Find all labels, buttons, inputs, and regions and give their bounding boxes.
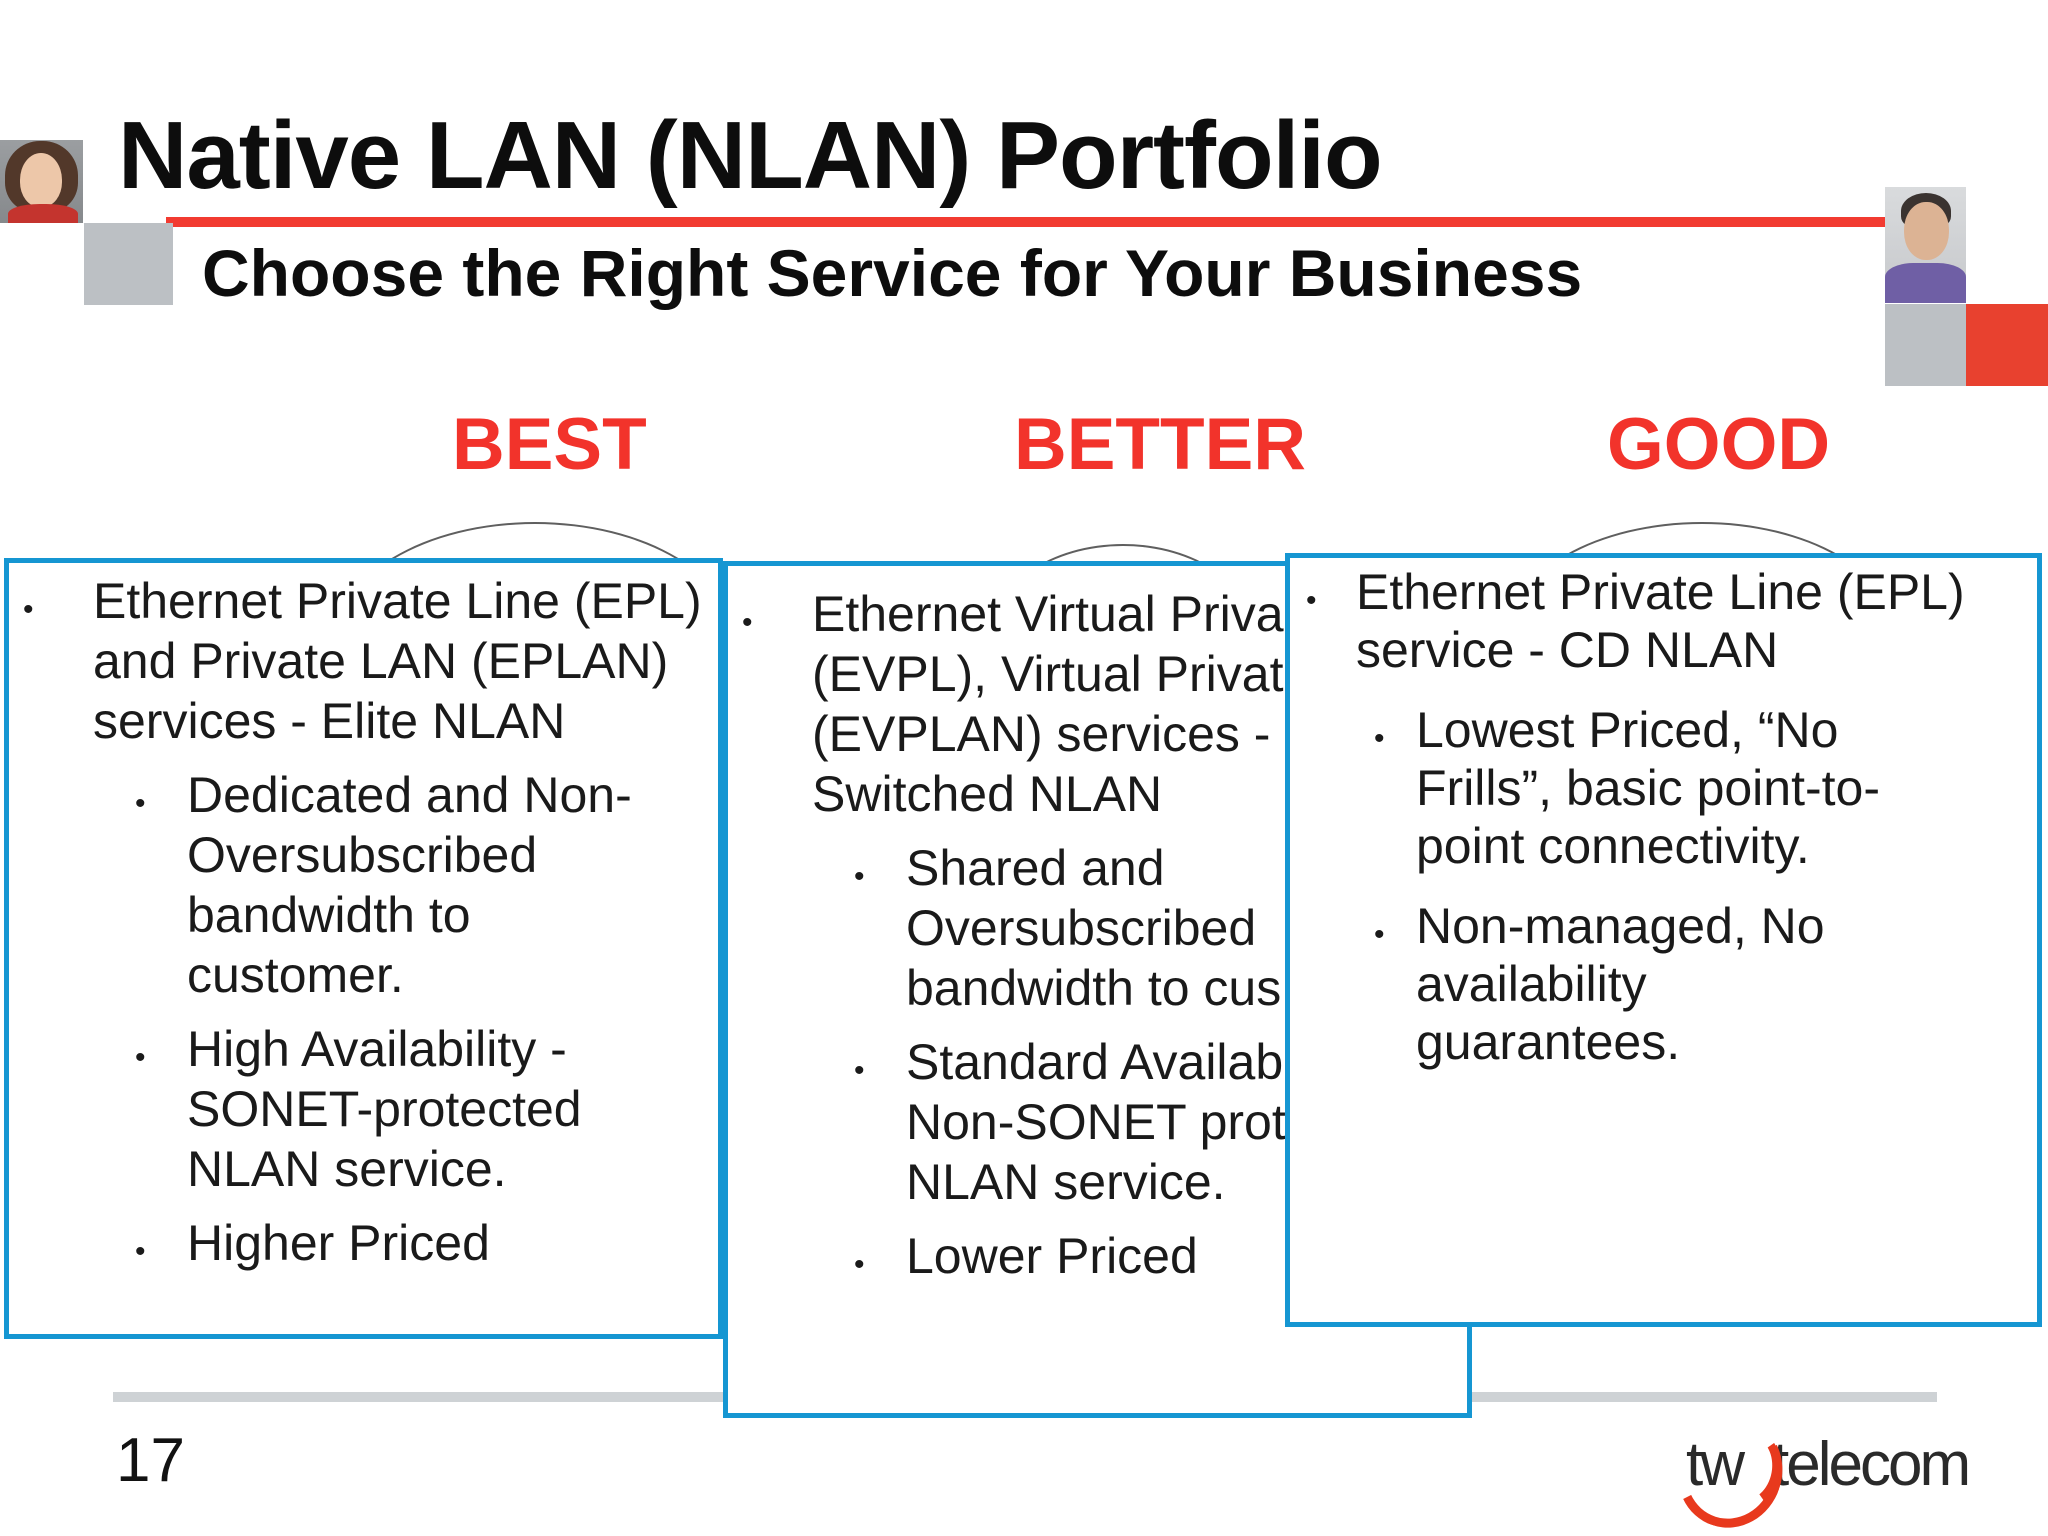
column-label-best: BEST: [452, 404, 647, 485]
page-title: Native LAN (NLAN) Portfolio: [118, 102, 1383, 209]
gray-square-accent: [1885, 304, 1966, 386]
bullet-text: Standard Availab Non-SONET prot NLAN ser…: [906, 1034, 1286, 1210]
bullet-item: • High Availability - SONET-protected NLA…: [9, 1019, 718, 1199]
photo-detail: [20, 153, 62, 207]
bullet-item: • Non-managed, No availability guarantees…: [1290, 897, 2037, 1071]
bullet-item: • Ethernet Virtual Priva (EVPL), Virtual …: [728, 584, 1467, 824]
subtitle: Choose the Right Service for Your Busine…: [202, 236, 1583, 310]
title-underline: [166, 217, 1885, 227]
column-label-better: BETTER: [1014, 404, 1306, 485]
service-box-good: • Ethernet Private Line (EPL) service - C…: [1285, 553, 2042, 1327]
bullet-dot: •: [1374, 722, 1385, 755]
bullet-item: • Higher Priced: [9, 1213, 718, 1273]
bullet-item: • Standard Availab Non-SONET prot NLAN se…: [728, 1032, 1467, 1212]
photo-detail: [1885, 263, 1966, 303]
bullet-text: Ethernet Virtual Priva (EVPL), Virtual P…: [812, 586, 1284, 822]
bullet-item: • Ethernet Private Line (EPL) and Private…: [9, 571, 718, 751]
logo-swoosh-icon: [1663, 1402, 1797, 1536]
logo-tw-text: tw: [1686, 1430, 1745, 1499]
bullet-dot: •: [1374, 918, 1385, 951]
bullet-text: Dedicated and Non- Oversubscribed bandwi…: [187, 767, 632, 1003]
bullet-dot: •: [1306, 584, 1317, 617]
bullet-dot: •: [135, 1235, 146, 1268]
bullet-item: • Dedicated and Non- Oversubscribed bandw…: [9, 765, 718, 1005]
bullet-text: Non-managed, No availability guarantees.: [1416, 898, 1825, 1070]
bullet-dot: •: [742, 606, 753, 639]
bullet-text: Lowest Priced, “No Frills”, basic point-…: [1416, 702, 1880, 874]
bullet-dot: •: [135, 787, 146, 820]
page-number: 17: [116, 1426, 185, 1495]
bullet-item: • Shared and Oversubscribed bandwidth to …: [728, 838, 1467, 1018]
photo-detail: [1904, 202, 1949, 260]
bullet-text: Ethernet Private Line (EPL) and Private …: [93, 573, 702, 749]
bullet-text: Ethernet Private Line (EPL) service - CD…: [1356, 564, 1965, 678]
woman-portrait-photo: [0, 140, 83, 223]
bullet-text: Lower Priced: [906, 1228, 1198, 1284]
gray-square-accent: [84, 223, 173, 305]
bullet-dot: •: [854, 860, 865, 893]
photo-detail: [8, 204, 78, 223]
bullet-text: High Availability - SONET-protected NLAN…: [187, 1021, 582, 1197]
bullet-item: • Ethernet Private Line (EPL) service - C…: [1290, 563, 2037, 679]
service-box-best: • Ethernet Private Line (EPL) and Private…: [4, 558, 723, 1339]
bullet-dot: •: [854, 1054, 865, 1087]
bullet-text: Higher Priced: [187, 1215, 490, 1271]
bullet-dot: •: [854, 1248, 865, 1281]
tw-telecom-logo: tw telecom: [1663, 1402, 1971, 1536]
logo-telecom-text: telecom: [1772, 1430, 1971, 1499]
column-label-good: GOOD: [1607, 404, 1831, 485]
man-portrait-photo: [1885, 187, 1966, 303]
bullet-item: • Lowest Priced, “No Frills”, basic point…: [1290, 701, 2037, 875]
bullet-dot: •: [23, 593, 34, 626]
red-square-accent: [1966, 304, 2048, 386]
bullet-text: Shared and Oversubscribed bandwidth to c…: [906, 840, 1282, 1016]
bullet-item: • Lower Priced: [728, 1226, 1467, 1286]
bullet-dot: •: [135, 1041, 146, 1074]
